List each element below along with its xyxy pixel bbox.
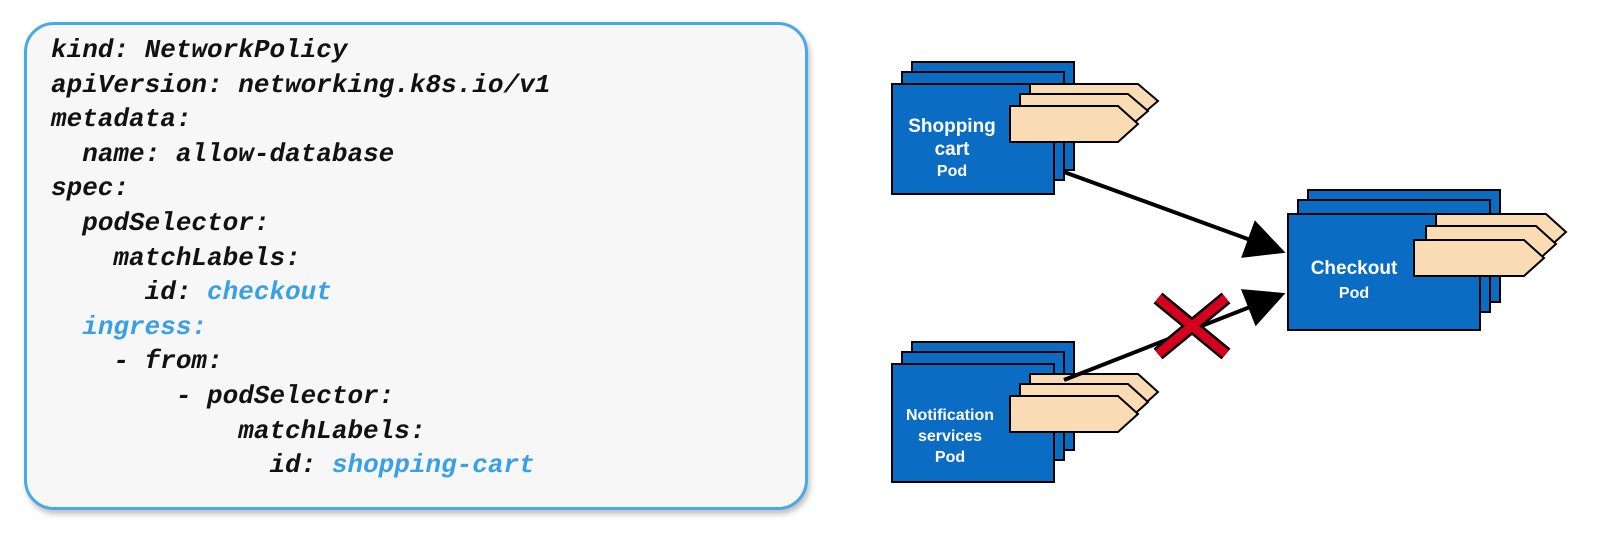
checkout-pod: Checkout Pod <box>1287 189 1568 331</box>
notification-line2: services <box>918 428 982 445</box>
notification-services-pod: Notification services Pod <box>891 341 1160 483</box>
code-key: - from: <box>113 346 223 377</box>
shopping-cart-kind: Pod <box>937 163 967 180</box>
code-line: name: allow-database <box>51 139 394 169</box>
code-line: kind: NetworkPolicy <box>51 35 347 65</box>
code-key: name: <box>82 138 161 169</box>
shopping-cart-pod: Shopping cart Pod <box>891 61 1160 195</box>
code-line: matchLabels: <box>51 416 425 446</box>
deny-x-icon <box>1153 292 1231 360</box>
code-line: spec: <box>51 173 129 203</box>
allowed-arrow <box>1063 170 1286 258</box>
notification-kind: Pod <box>935 449 965 466</box>
code-key: kind: <box>51 35 130 65</box>
code-key: metadata: <box>51 104 192 135</box>
code-key: matchLabels: <box>238 415 426 446</box>
code-line: id: shopping-cart <box>51 450 535 481</box>
code-key: - podSelector: <box>175 381 395 411</box>
yaml-code-card: kind: NetworkPolicy apiVersion: networkin… <box>24 22 808 510</box>
shopping-cart-line2: cart <box>935 139 971 160</box>
code-key: ingress: <box>82 311 208 342</box>
code-line: podSelector: <box>51 208 269 238</box>
code-value: checkout <box>207 277 332 308</box>
code-key: matchLabels: <box>113 242 301 273</box>
code-line: - podSelector: <box>51 381 394 411</box>
code-value: NetworkPolicy <box>144 35 348 65</box>
code-key: apiVersion: <box>51 69 223 100</box>
code-key: id: <box>144 277 192 308</box>
checkout-ports <box>1413 213 1568 277</box>
code-line: matchLabels: <box>51 242 301 273</box>
code-line: id: checkout <box>51 277 332 307</box>
code-key: spec: <box>51 173 130 204</box>
code-key: id: <box>269 450 317 481</box>
shopping-cart-ports <box>1009 83 1160 143</box>
code-line: metadata: <box>51 104 191 134</box>
code-line: - from: <box>51 346 223 377</box>
code-line: ingress: <box>51 312 207 342</box>
shopping-cart-line1: Shopping <box>908 116 996 137</box>
notification-line1: Notification <box>906 407 994 424</box>
notification-services-ports <box>1009 373 1160 433</box>
code-value: allow-database <box>175 138 395 169</box>
checkout-kind: Pod <box>1339 285 1369 302</box>
code-value: networking.k8s.io/v1 <box>238 69 551 100</box>
code-line: apiVersion: networking.k8s.io/v1 <box>51 70 550 100</box>
checkout-line1: Checkout <box>1311 258 1398 279</box>
code-value: shopping-cart <box>331 450 535 481</box>
code-key: podSelector: <box>82 208 270 238</box>
